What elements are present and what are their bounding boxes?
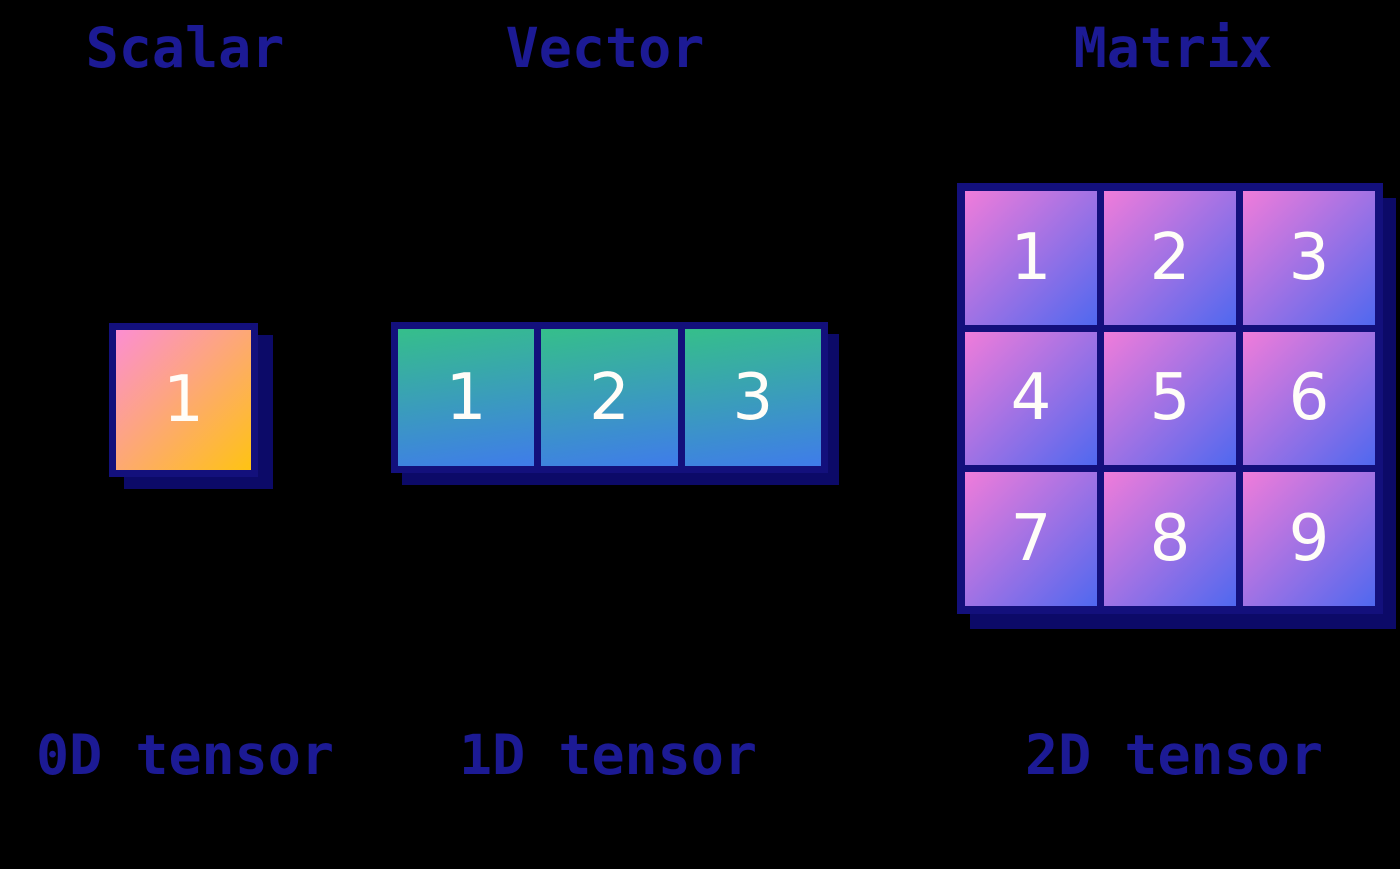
vector-cell: 1 xyxy=(398,329,535,466)
scalar-dimension-label: 0D tensor xyxy=(35,723,335,787)
matrix-cell: 1 xyxy=(965,191,1097,325)
matrix-cell: 2 xyxy=(1104,191,1236,325)
matrix-cell: 8 xyxy=(1104,472,1236,606)
matrix-cell: 4 xyxy=(965,331,1097,466)
matrix-cell: 3 xyxy=(1243,191,1375,325)
matrix-box: 1 2 3 4 5 6 7 8 9 xyxy=(957,183,1383,614)
scalar-title: Scalar xyxy=(85,16,285,80)
matrix-cell: 7 xyxy=(965,472,1097,606)
scalar-box: 1 xyxy=(109,323,258,477)
matrix-title: Matrix xyxy=(1073,16,1273,80)
matrix-cell: 5 xyxy=(1104,331,1236,466)
matrix-cell: 9 xyxy=(1243,472,1375,606)
vector-dimension-label: 1D tensor xyxy=(458,723,758,787)
vector-cell: 3 xyxy=(684,329,821,466)
vector-box: 1 2 3 xyxy=(391,322,828,473)
vector-cell: 2 xyxy=(541,329,678,466)
vector-title: Vector xyxy=(505,16,705,80)
scalar-cell: 1 xyxy=(116,330,251,470)
matrix-dimension-label: 2D tensor xyxy=(1024,723,1324,787)
matrix-cell: 6 xyxy=(1243,331,1375,466)
